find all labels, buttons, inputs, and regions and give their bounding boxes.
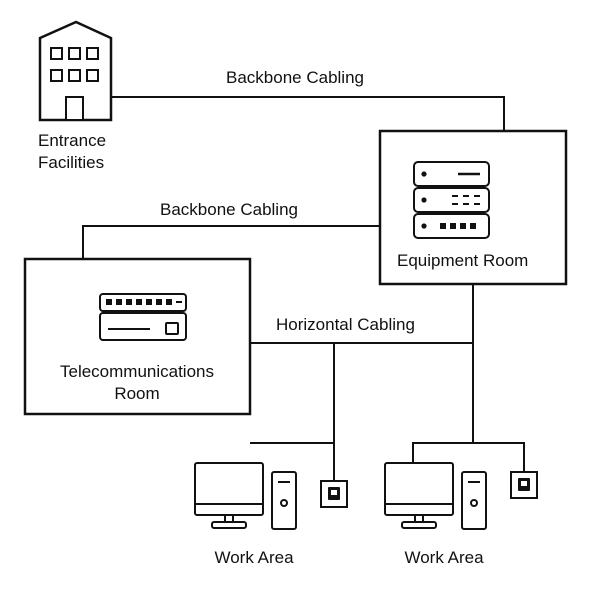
equipment-room-label: Equipment Room (397, 251, 528, 270)
backbone-label-top: Backbone Cabling (226, 68, 364, 87)
work-area-right (384, 462, 538, 530)
backbone-label-mid: Backbone Cabling (160, 200, 298, 219)
work-area-left-cable (250, 442, 335, 481)
horizontal-label: Horizontal Cabling (276, 315, 415, 334)
work-area-left (194, 462, 348, 530)
telecom-room-label-line2: Room (114, 384, 159, 403)
work-area-right-label: Work Area (404, 548, 484, 567)
entrance-label-line2: Facilities (38, 153, 104, 172)
wall-outlet-icon (510, 471, 538, 499)
monitor-icon (194, 462, 264, 529)
building-icon (38, 20, 113, 122)
monitor-icon (384, 462, 454, 529)
wall-outlet-icon (320, 480, 348, 508)
work-area-right-cable (412, 442, 525, 472)
work-area-left-label: Work Area (214, 548, 294, 567)
patch-panel-icon (99, 293, 187, 341)
server-rack-icon (413, 161, 490, 239)
pc-tower-icon (271, 471, 297, 530)
telecom-room-label-line1: Telecommunications (60, 362, 214, 381)
entrance-label-line1: Entrance (38, 131, 106, 150)
pc-tower-icon (461, 471, 487, 530)
